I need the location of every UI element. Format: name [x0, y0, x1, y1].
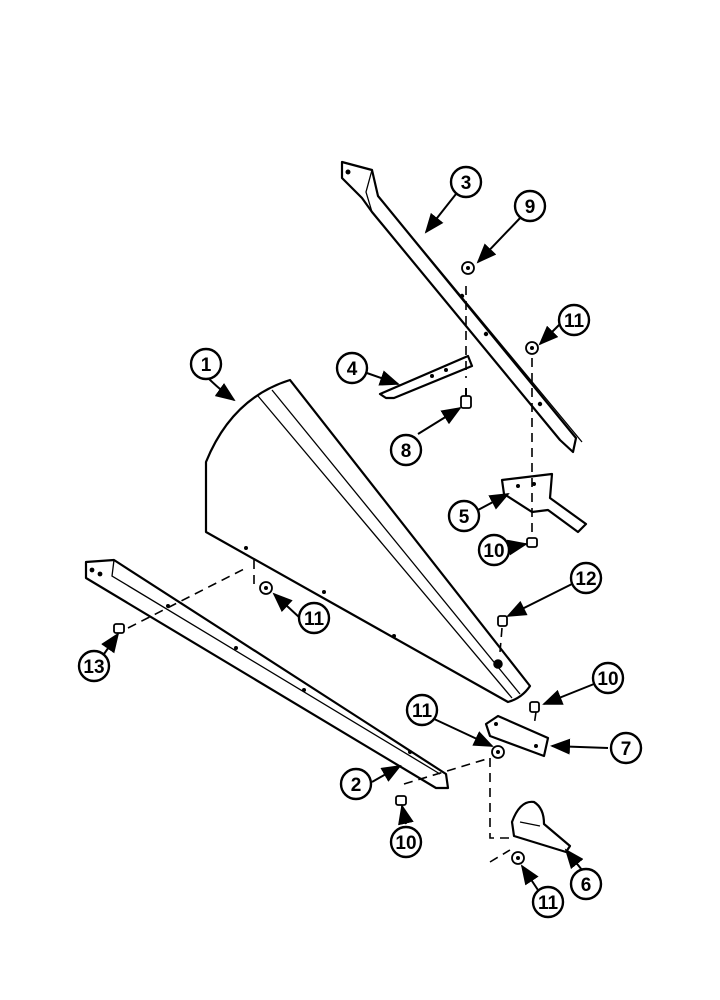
callout-10-middle: 10 [591, 661, 625, 695]
svg-text:9: 9 [525, 197, 536, 218]
callout-13: 13 [77, 649, 111, 683]
svg-text:6: 6 [581, 875, 592, 896]
hardware [113, 261, 540, 865]
callout-11-lower: 11 [531, 885, 565, 919]
bolt-10-upper-icon [526, 537, 538, 548]
leader-lines [101, 193, 609, 891]
svg-text:12: 12 [575, 569, 596, 590]
svg-text:1: 1 [201, 355, 212, 376]
svg-text:4: 4 [347, 359, 358, 380]
svg-text:2: 2 [351, 775, 362, 796]
nut-9-icon [461, 261, 475, 275]
bolt-12-icon [497, 615, 508, 627]
svg-text:11: 11 [304, 609, 325, 630]
svg-text:10: 10 [597, 669, 618, 690]
callout-8: 8 [389, 433, 423, 467]
svg-text:10: 10 [395, 833, 416, 854]
nut-11-lower-icon [511, 851, 525, 865]
callout-1: 1 [189, 347, 223, 381]
nut-11-middle-icon [491, 745, 505, 759]
svg-text:3: 3 [461, 173, 472, 194]
callout-4: 4 [335, 351, 369, 385]
callout-7: 7 [609, 731, 643, 765]
callout-11-left: 11 [297, 601, 331, 635]
svg-text:10: 10 [483, 541, 504, 562]
callout-9: 9 [513, 189, 547, 223]
svg-text:11: 11 [412, 701, 433, 722]
callout-2: 2 [339, 767, 373, 801]
callout-11-middle: 11 [405, 693, 439, 727]
svg-text:11: 11 [564, 311, 585, 332]
svg-text:7: 7 [621, 739, 632, 760]
bolt-8-icon [460, 388, 472, 409]
bolt-10-lower-icon [395, 795, 407, 806]
callout-6: 6 [569, 867, 603, 901]
part-5-mount-bracket [500, 472, 588, 534]
callout-3: 3 [449, 165, 483, 199]
callout-11-upper: 11 [557, 303, 591, 337]
nut-11-upper-icon [525, 341, 539, 355]
svg-text:11: 11 [538, 893, 559, 914]
callout-12: 12 [569, 561, 603, 595]
svg-text:5: 5 [459, 507, 470, 528]
part-3-upper-rail [340, 160, 583, 454]
svg-text:13: 13 [83, 657, 104, 678]
svg-text:8: 8 [401, 441, 412, 462]
part-2-lower-rail [84, 558, 450, 790]
bolt-10-middle-icon [529, 701, 540, 713]
nut-11-left-icon [259, 581, 273, 595]
bolt-13-icon [113, 623, 125, 634]
callout-5: 5 [447, 499, 481, 533]
assembly-lines [127, 286, 537, 863]
callout-10-upper: 10 [477, 533, 511, 567]
part-6-skid-shoe [510, 800, 572, 854]
callout-10-lower: 10 [389, 825, 423, 859]
part-4-bracket [378, 354, 474, 400]
part-1-cone-shield [204, 378, 532, 704]
